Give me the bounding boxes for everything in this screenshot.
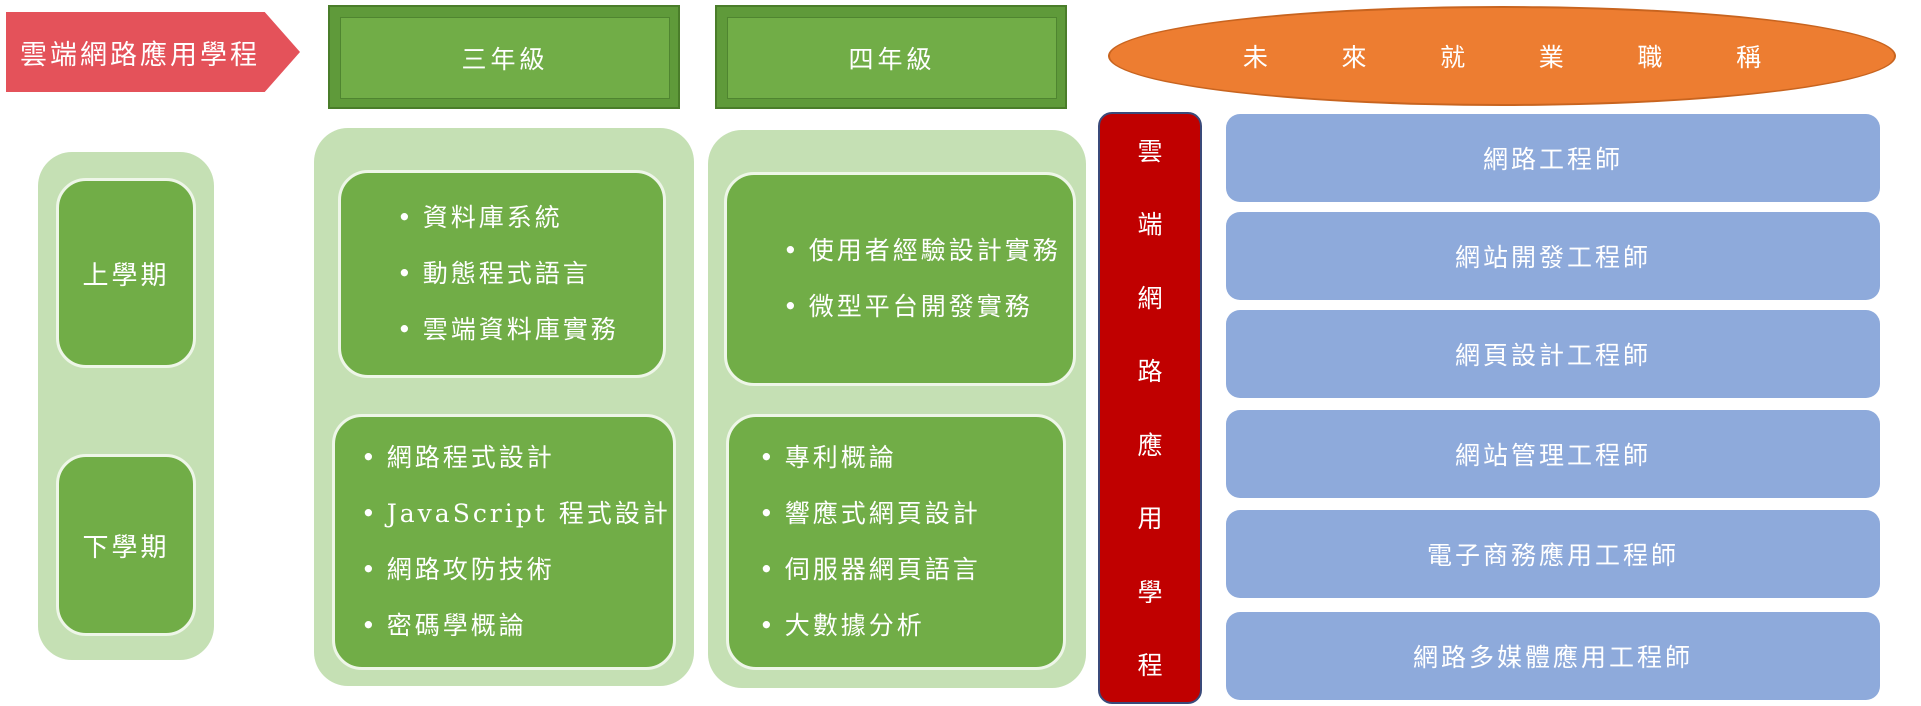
career-item: 網頁設計工程師 bbox=[1226, 310, 1880, 398]
grade4-header: 四年級 bbox=[715, 5, 1067, 109]
careers-title-char: 稱 bbox=[1736, 43, 1762, 72]
course-item: 資料庫系統 bbox=[397, 190, 663, 246]
second-semester-box: 下學期 bbox=[56, 454, 196, 636]
course-item: 專利概論 bbox=[759, 430, 1063, 486]
vertical-char: 網 bbox=[1137, 283, 1163, 313]
first-semester-box: 上學期 bbox=[56, 178, 196, 368]
career-label: 網站開發工程師 bbox=[1454, 243, 1651, 272]
program-title: 雲端網路應用學程 bbox=[20, 39, 260, 71]
career-item: 網站管理工程師 bbox=[1226, 410, 1880, 498]
career-label: 電子商務應用工程師 bbox=[1426, 541, 1679, 570]
vertical-char: 應 bbox=[1137, 430, 1163, 460]
grade3-label: 三年級 bbox=[340, 17, 670, 99]
course-item: 伺服器網頁語言 bbox=[759, 542, 1063, 598]
program-vertical-bar: 雲 端 網 路 應 用 學 程 bbox=[1098, 112, 1202, 704]
course-item: 大數據分析 bbox=[759, 598, 1063, 654]
course-item: 雲端資料庫實務 bbox=[397, 302, 663, 358]
grade3-first-semester-courses: 資料庫系統 動態程式語言 雲端資料庫實務 bbox=[338, 170, 666, 378]
careers-title-char: 業 bbox=[1538, 43, 1564, 72]
course-item: 密碼學概論 bbox=[361, 598, 673, 654]
vertical-char: 雲 bbox=[1137, 137, 1163, 166]
vertical-char: 端 bbox=[1137, 210, 1163, 240]
first-semester-label: 上學期 bbox=[82, 260, 170, 291]
program-title-arrow: 雲端網路應用學程 bbox=[6, 12, 300, 92]
career-label: 網路工程師 bbox=[1482, 145, 1623, 174]
career-label: 網站管理工程師 bbox=[1454, 441, 1651, 470]
course-item: 網路程式設計 bbox=[361, 430, 673, 486]
grade4-second-semester-courses: 專利概論 響應式網頁設計 伺服器網頁語言 大數據分析 bbox=[726, 414, 1066, 670]
course-item: JavaScript 程式設計 bbox=[361, 486, 673, 542]
course-item: 網路攻防技術 bbox=[361, 542, 673, 598]
careers-title-char: 來 bbox=[1341, 43, 1367, 72]
grade3-header: 三年級 bbox=[328, 5, 680, 109]
course-item: 使用者經驗設計實務 bbox=[783, 223, 1073, 279]
grade3-second-semester-courses: 網路程式設計 JavaScript 程式設計 網路攻防技術 密碼學概論 bbox=[332, 414, 676, 670]
career-label: 網路多媒體應用工程師 bbox=[1412, 643, 1693, 672]
vertical-char: 學 bbox=[1137, 577, 1163, 607]
careers-title-char: 職 bbox=[1637, 43, 1663, 72]
careers-title-char: 就 bbox=[1440, 43, 1466, 72]
career-item: 網站開發工程師 bbox=[1226, 212, 1880, 300]
career-label: 網頁設計工程師 bbox=[1454, 341, 1651, 370]
careers-title-ellipse: 未 來 就 業 職 稱 bbox=[1108, 6, 1896, 106]
vertical-char: 路 bbox=[1137, 357, 1163, 387]
course-item: 動態程式語言 bbox=[397, 246, 663, 302]
vertical-char: 程 bbox=[1137, 650, 1163, 680]
grade4-label: 四年級 bbox=[727, 17, 1057, 99]
vertical-char: 用 bbox=[1137, 504, 1163, 534]
second-semester-label: 下學期 bbox=[82, 532, 170, 563]
grade4-first-semester-courses: 使用者經驗設計實務 微型平台開發實務 bbox=[724, 172, 1076, 386]
career-item: 網路多媒體應用工程師 bbox=[1226, 612, 1880, 700]
careers-title-char: 未 bbox=[1242, 43, 1268, 72]
career-item: 網路工程師 bbox=[1226, 114, 1880, 202]
course-item: 響應式網頁設計 bbox=[759, 486, 1063, 542]
course-item: 微型平台開發實務 bbox=[783, 279, 1073, 335]
career-item: 電子商務應用工程師 bbox=[1226, 510, 1880, 598]
